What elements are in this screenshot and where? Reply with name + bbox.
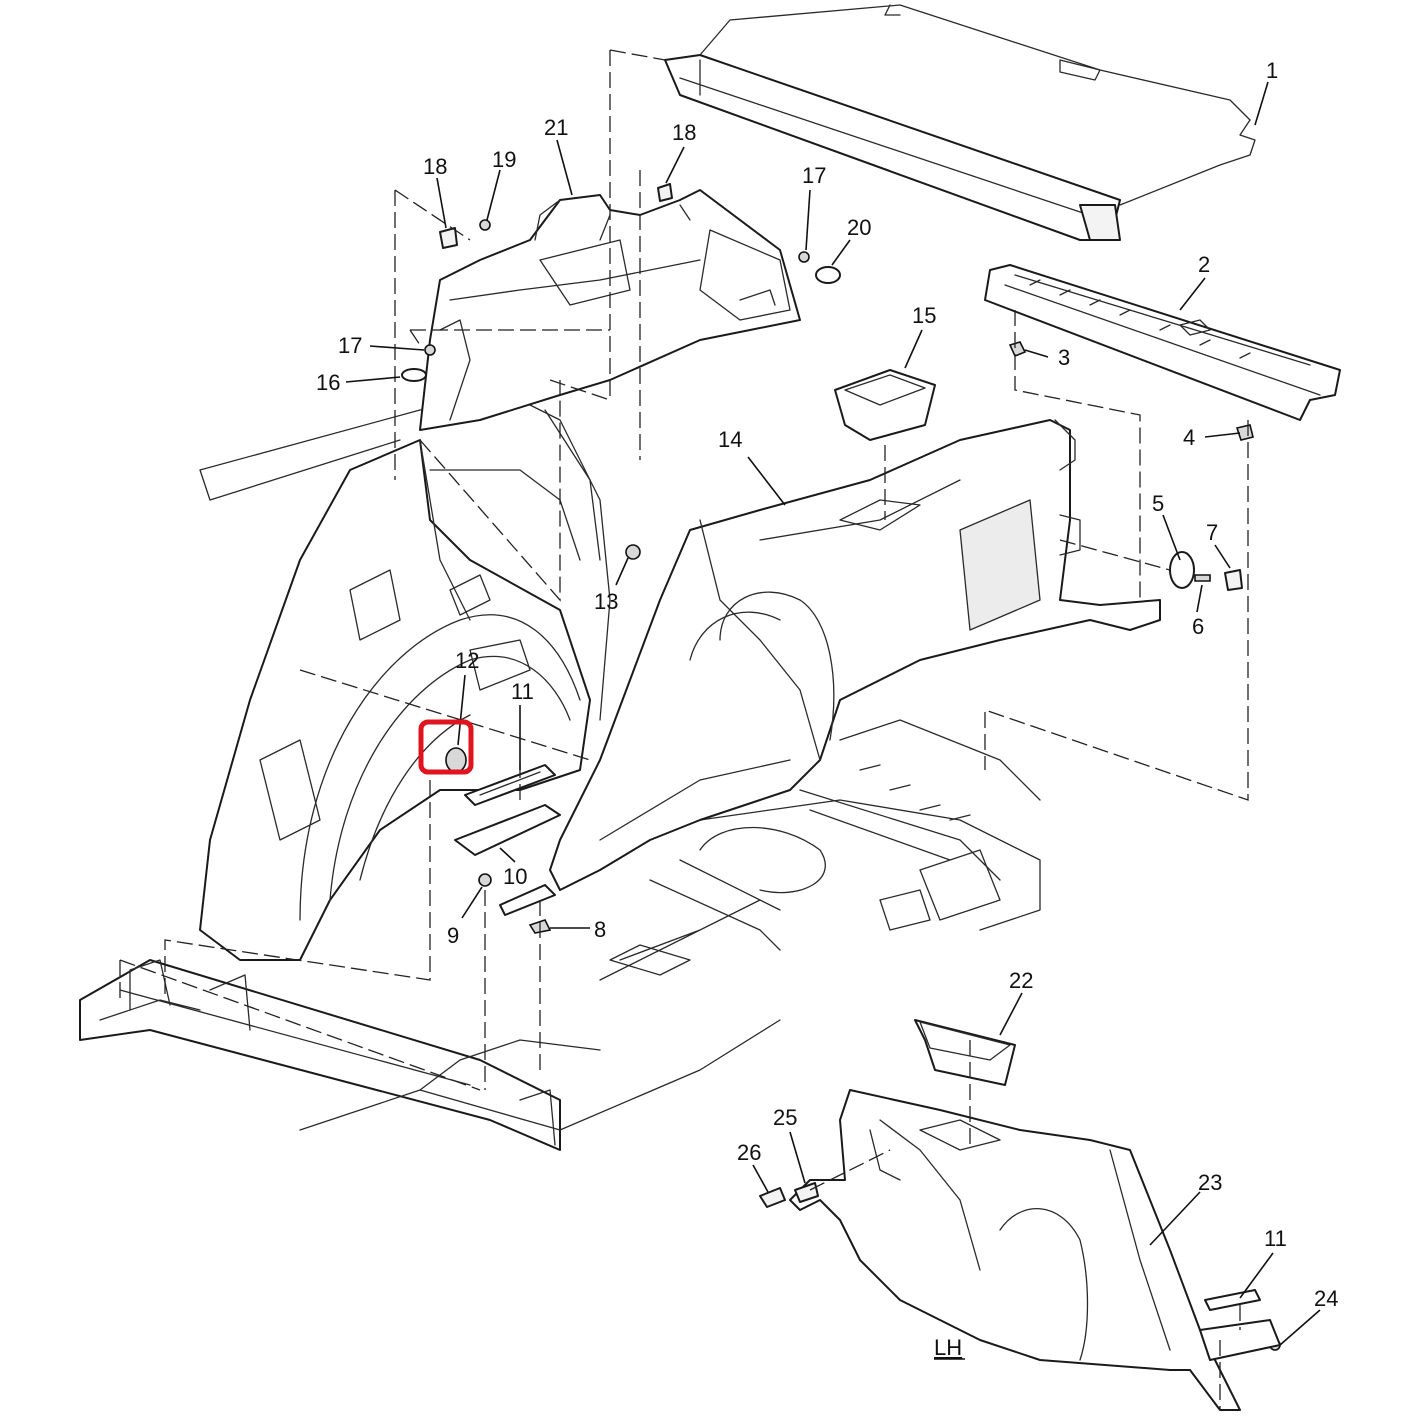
callout-26: 26 — [737, 1140, 761, 1165]
callout-19: 19 — [492, 147, 516, 172]
callout-11-upper: 11 — [511, 679, 534, 704]
callout-18-right: 18 — [672, 120, 696, 145]
callout-17-right: 17 — [802, 163, 826, 188]
callout-13: 13 — [594, 589, 618, 614]
callout-9: 9 — [447, 923, 459, 948]
callout-leaders — [345, 81, 1321, 1346]
callout-5: 5 — [1152, 491, 1164, 516]
callout-8: 8 — [594, 917, 606, 942]
callout-16: 16 — [316, 370, 340, 395]
callout-23: 23 — [1198, 1170, 1222, 1195]
storage-bin-upper — [834, 369, 936, 441]
callout-11-lower: 11 — [1264, 1226, 1287, 1251]
callout-22: 22 — [1009, 968, 1033, 993]
callout-14: 14 — [718, 427, 742, 452]
callout-24: 24 — [1314, 1286, 1338, 1311]
callout-18-left: 18 — [423, 154, 447, 179]
callout-7: 7 — [1206, 520, 1218, 545]
callout-1: 1 — [1266, 58, 1278, 83]
callout-17-left: 17 — [338, 333, 362, 358]
cargo-security-cover — [664, 4, 1256, 241]
callout-25: 25 — [773, 1105, 797, 1130]
quarter-upper-trim-panel — [419, 189, 801, 431]
highlight-box — [418, 719, 474, 775]
lh-quarter-trim-panel — [789, 1089, 1241, 1411]
callout-20: 20 — [847, 215, 871, 240]
callout-4: 4 — [1183, 425, 1195, 450]
callout-10: 10 — [503, 864, 527, 889]
callout-15: 15 — [912, 303, 936, 328]
callout-labels: 1 2 3 4 5 6 7 8 9 10 11 11 12 13 14 15 1… — [316, 58, 1338, 1360]
callout-3: 3 — [1058, 345, 1070, 370]
quarter-lower-trim-panel — [549, 419, 1161, 891]
callout-6: 6 — [1192, 614, 1204, 639]
storage-bin-lower — [914, 1019, 1016, 1086]
assembly-guide-lines — [119, 49, 1249, 1410]
callout-12: 12 — [455, 648, 479, 673]
callout-21: 21 — [544, 115, 568, 140]
rear-compartment-trim-panel — [984, 264, 1341, 421]
callout-2: 2 — [1198, 252, 1210, 277]
view-label-lh: LH — [934, 1335, 962, 1360]
